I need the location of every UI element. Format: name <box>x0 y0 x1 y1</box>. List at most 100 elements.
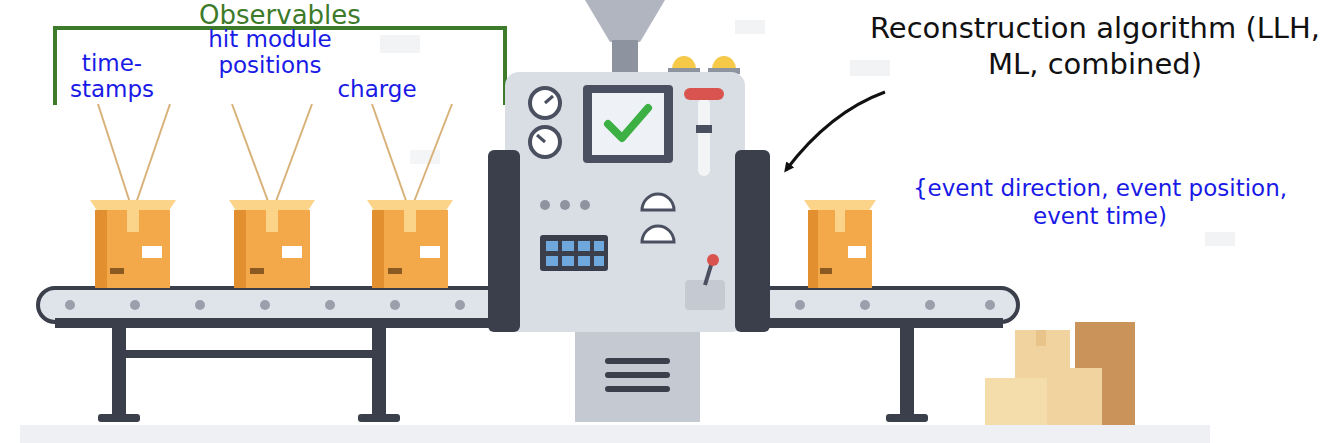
tag-string <box>98 104 133 212</box>
pointer-arrow <box>786 92 885 170</box>
cardboard-box <box>95 210 170 288</box>
background-patch <box>1205 232 1235 246</box>
tag-string <box>372 104 410 212</box>
machine-controls <box>540 200 550 210</box>
machine-gauge <box>530 127 560 157</box>
cardboard-box <box>142 246 162 258</box>
conveyor-belt <box>195 300 205 310</box>
cardboard-box <box>110 268 124 274</box>
cardboard-box <box>250 268 264 274</box>
conveyor-leg <box>372 325 386 420</box>
machine-controls <box>540 235 608 271</box>
cardboard-box <box>367 200 453 288</box>
pointer-arrow <box>786 92 885 170</box>
machine-lever <box>696 125 712 133</box>
machine-screen <box>592 93 664 155</box>
conveyor-belt <box>325 300 335 310</box>
machine-controls <box>580 200 590 210</box>
machine-gauge <box>530 88 560 118</box>
machine-controls <box>540 194 725 310</box>
machine-controls <box>594 241 604 251</box>
machine-controls <box>642 226 674 242</box>
conveyor-belt <box>985 300 995 310</box>
machine-funnel <box>585 0 665 72</box>
conveyor-leg <box>886 414 928 422</box>
conveyor-belt <box>795 300 805 310</box>
machine-controls <box>546 241 558 251</box>
cardboard-box <box>372 210 448 288</box>
machine-body <box>505 72 745 332</box>
machine-controls <box>546 256 558 266</box>
machine-controls <box>707 254 719 266</box>
machine-screen <box>583 85 673 163</box>
conveyor-belt <box>260 300 270 310</box>
machine-controls <box>560 200 570 210</box>
box-stack <box>985 322 1135 425</box>
machine-screen <box>608 108 648 138</box>
cardboard-box <box>229 200 315 288</box>
machine-lever <box>684 88 724 100</box>
machine-lower <box>605 358 670 364</box>
conveyor-leg <box>358 414 400 422</box>
cardboard-box <box>808 210 872 288</box>
machine-controls <box>642 194 674 210</box>
cardboard-box <box>234 210 310 288</box>
conveyor-belt <box>390 300 400 310</box>
cardboard-box <box>90 200 176 288</box>
output-label: {event direction, event position, event … <box>890 174 1310 230</box>
machine-gauge <box>530 88 560 157</box>
cardboard-box <box>404 210 416 232</box>
observable-label: charge <box>322 76 432 102</box>
machine-lights <box>668 56 740 74</box>
conveyor-belt <box>455 300 465 310</box>
machine-lower <box>575 330 700 422</box>
machine-controls <box>594 256 604 266</box>
machine-body <box>735 150 770 332</box>
observable-label: hit module positions <box>200 26 340 78</box>
cardboard-box <box>282 246 302 258</box>
cardboard-box <box>808 210 818 288</box>
box-stack <box>985 378 1047 425</box>
machine-funnel <box>585 0 665 42</box>
cardboard-box <box>804 200 876 288</box>
cardboard-box <box>420 246 440 258</box>
box-stack <box>1036 330 1046 346</box>
conveyor-leg <box>98 325 928 422</box>
cardboard-box <box>372 210 384 288</box>
tag-string <box>98 104 452 212</box>
cardboard-box <box>820 268 832 274</box>
machine-screen <box>583 85 673 163</box>
machine-lower <box>575 330 700 422</box>
group-heading: Observables <box>130 0 430 30</box>
machine-funnel <box>612 40 638 72</box>
conveyor-leg <box>120 350 380 358</box>
conveyor-belt <box>130 300 140 310</box>
cardboard-box <box>388 268 402 274</box>
tag-string <box>272 104 312 212</box>
machine-controls <box>578 241 590 251</box>
cardboard-box <box>127 210 139 232</box>
machine-gauge <box>537 135 545 142</box>
conveyor-leg <box>900 325 914 420</box>
observable-label: time- stamps <box>62 50 162 102</box>
cardboard-box <box>848 246 866 258</box>
algorithm-label: Reconstruction algorithm (LLH, ML, combi… <box>860 10 1328 82</box>
machine-lower <box>605 372 670 378</box>
machine-lever <box>684 88 724 176</box>
tag-string <box>410 104 452 212</box>
tag-string <box>232 104 272 212</box>
box-stack <box>1015 330 1070 378</box>
cardboard-box <box>234 210 246 288</box>
machine-body <box>488 150 520 332</box>
cardboard-box <box>266 210 278 232</box>
cardboard-box <box>835 210 845 232</box>
machine-lights <box>712 56 736 70</box>
conveyor-belt <box>860 300 870 310</box>
machine-controls <box>562 241 574 251</box>
machine-controls <box>578 256 590 266</box>
background-patch <box>410 150 440 164</box>
conveyor-belt <box>925 300 935 310</box>
cardboard-box <box>95 210 107 288</box>
conveyor-leg <box>112 325 126 420</box>
